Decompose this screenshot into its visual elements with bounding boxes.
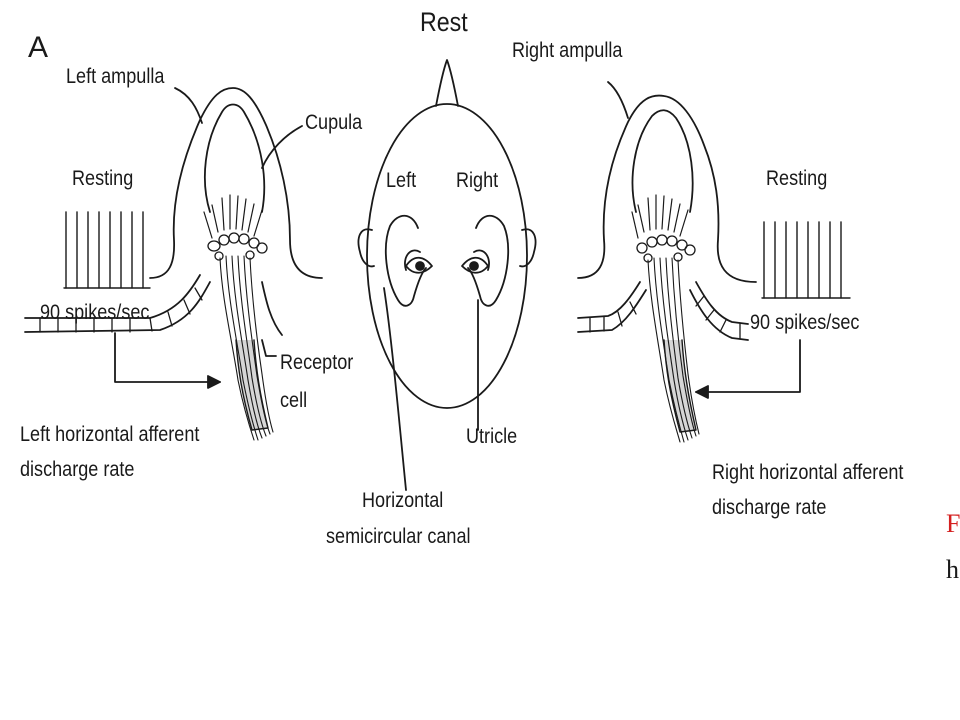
- left-resting-label: Resting: [72, 167, 134, 190]
- right-afferent-label-line1: Right horizontal afferent: [712, 461, 904, 484]
- receptor-label-line1: Receptor: [280, 351, 354, 374]
- head-left-label: Left: [386, 169, 417, 192]
- right-resting-label: Resting: [766, 167, 828, 190]
- canal-label-line2: semicircular canal: [326, 525, 471, 548]
- left-rate-label: 90 spikes/sec: [40, 301, 150, 324]
- canal-label-line1: Horizontal: [362, 489, 444, 512]
- head-top-view: [357, 59, 537, 491]
- right-rate-label: 90 spikes/sec: [750, 311, 860, 334]
- edge-fragment-black: h: [946, 555, 959, 584]
- left-ampulla-label: Left ampulla: [66, 65, 165, 88]
- edge-fragment-red: F: [946, 509, 960, 538]
- right-afferent-label-line2: discharge rate: [712, 496, 827, 519]
- left-ampulla: [24, 87, 323, 441]
- right-ampulla-label: Right ampulla: [512, 39, 623, 62]
- left-afferent-label-line2: discharge rate: [20, 458, 135, 481]
- panel-letter: A: [28, 31, 49, 64]
- head-right-label: Right: [456, 169, 499, 192]
- cupula-label: Cupula: [305, 111, 363, 134]
- receptor-label-line2: cell: [280, 389, 308, 412]
- left-afferent-label-line1: Left horizontal afferent: [20, 423, 200, 446]
- utricle-label: Utricle: [466, 425, 518, 448]
- diagram-title: Rest: [420, 7, 468, 37]
- right-ampulla: [577, 81, 851, 443]
